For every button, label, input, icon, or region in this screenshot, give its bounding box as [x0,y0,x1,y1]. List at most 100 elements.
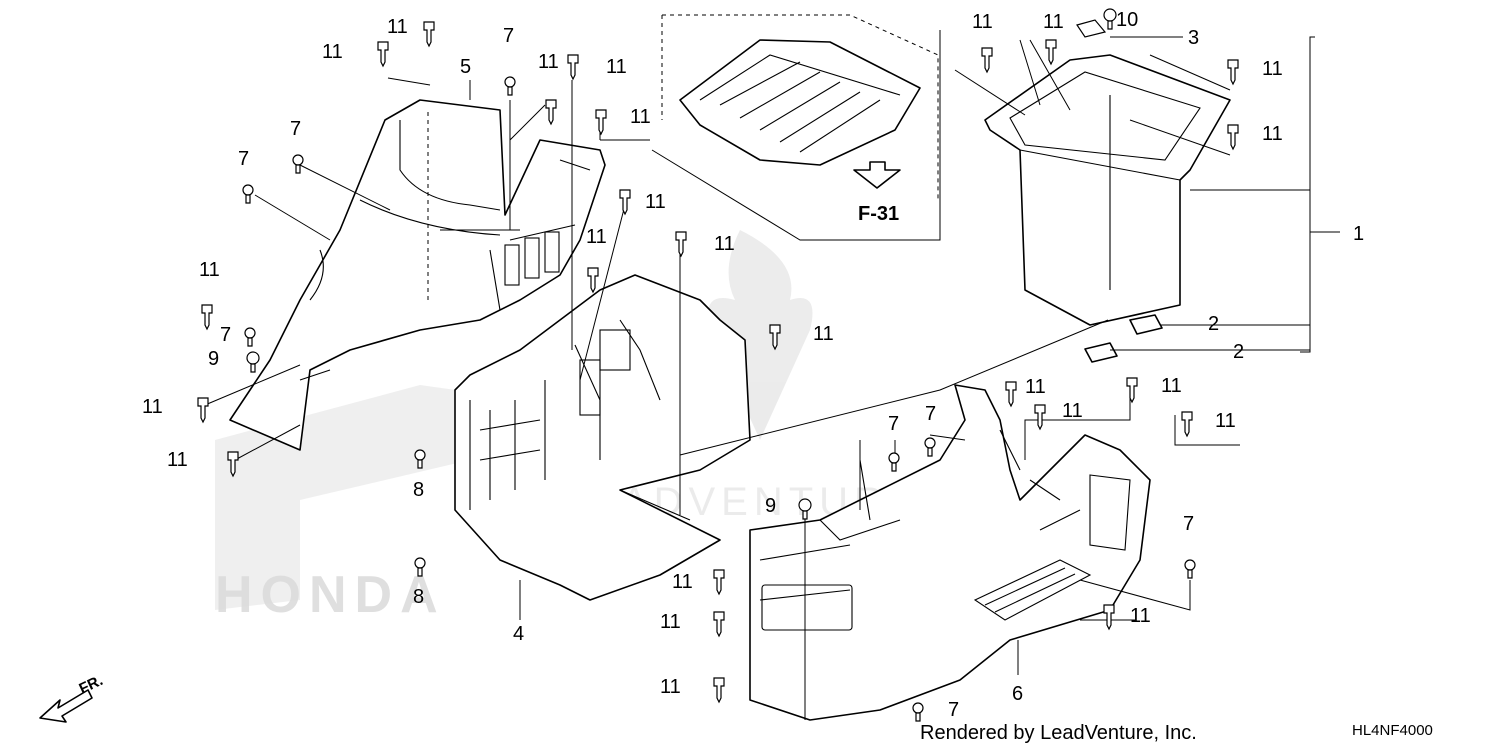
screw-icon [1184,559,1196,579]
fasteners [197,8,1239,722]
callout-4[interactable]: 4 [513,623,524,645]
callout-2[interactable]: 2 [1208,313,1219,335]
callout-7[interactable]: 7 [503,25,514,47]
callout-5[interactable]: 5 [460,56,471,78]
clip-icon [675,231,687,258]
part-5-left-cover [229,99,606,451]
callout-11[interactable]: 11 [630,106,651,128]
callout-11[interactable]: 11 [142,396,163,418]
callout-11[interactable]: 11 [199,259,220,281]
leader-lines [204,36,1340,720]
callout-11[interactable]: 11 [1262,58,1283,80]
callout-11[interactable]: 11 [387,16,408,38]
clip-icon [545,99,557,126]
part-6-right-cover [749,384,1151,721]
diagram-code: HL4NF4000 [1352,722,1433,739]
callout-1[interactable]: 1 [1353,223,1364,245]
callout-8[interactable]: 8 [413,586,424,608]
callout-7[interactable]: 7 [888,413,899,435]
screw-icon [888,452,900,472]
screw-icon [1103,8,1117,30]
reference-f31-label[interactable]: F-31 [858,203,899,225]
callout-11[interactable]: 11 [1161,375,1182,397]
callout-8[interactable]: 8 [413,479,424,501]
screw-icon [504,76,516,96]
bracket-icon [1076,19,1107,38]
screw-icon [798,498,812,520]
front-direction-label: FR. [77,672,106,698]
callout-9[interactable]: 9 [208,348,219,370]
callout-2[interactable]: 2 [1233,341,1244,363]
screw-icon [242,184,254,204]
clip-icon [713,677,725,704]
screw-icon [924,437,936,457]
callout-3[interactable]: 3 [1188,27,1199,49]
callout-11[interactable]: 11 [1215,410,1236,432]
clip-icon [595,109,607,136]
callout-7[interactable]: 7 [220,324,231,346]
callout-11[interactable]: 11 [645,191,666,213]
clip-icon [197,397,209,424]
callout-10[interactable]: 10 [1116,9,1138,31]
clip-icon [1005,381,1017,408]
callout-11[interactable]: 11 [322,41,343,63]
clip-icon [587,267,599,294]
callout-9[interactable]: 9 [765,495,776,517]
callout-7[interactable]: 7 [1183,513,1194,535]
footer-credit: Rendered by LeadVenture, Inc. [920,722,1197,744]
callout-7[interactable]: 7 [948,699,959,721]
watermark-brand-text: HONDA [215,566,446,624]
callout-11[interactable]: 11 [1262,123,1283,145]
clip-icon [377,41,389,68]
clip-icon [201,304,213,331]
clip-icon [981,47,993,74]
callout-11[interactable]: 11 [813,323,834,345]
clip-icon [1034,404,1046,431]
callout-11[interactable]: 11 [672,571,693,593]
callout-11[interactable]: 11 [1025,376,1046,398]
callout-11[interactable]: 11 [1043,11,1064,33]
callout-7[interactable]: 7 [925,403,936,425]
callout-11[interactable]: 11 [167,449,188,471]
clip-icon [1227,59,1239,86]
callout-11[interactable]: 11 [1062,400,1083,422]
callout-11[interactable]: 11 [660,676,681,698]
callout-labels: 1 2 2 3 4 5 6 10 7 7 7 7 7 7 7 7 8 8 9 9… [142,9,1364,721]
callout-11[interactable]: 11 [714,233,735,255]
screw-icon [912,702,924,722]
reference-box: F-31 [651,14,941,241]
clip-icon [713,611,725,638]
callout-7[interactable]: 7 [290,118,301,140]
part-4-floor-panel [454,274,751,601]
clip-icon [1103,604,1115,631]
callout-11[interactable]: 11 [586,226,607,248]
front-arrow-icon [39,689,93,723]
clip-icon [423,21,435,48]
callout-11[interactable]: 11 [1130,605,1151,627]
clip-icon [713,569,725,596]
callout-11[interactable]: 11 [606,56,627,78]
callout-6[interactable]: 6 [1012,683,1023,705]
screw-icon [244,327,256,347]
callout-11[interactable]: 11 [972,11,993,33]
clip-icon [227,451,239,478]
down-arrow-icon [853,161,901,189]
clip-icon [567,54,579,81]
part-2-pads [1084,314,1163,363]
screw-icon [414,557,426,577]
clip-icon [1181,411,1193,438]
screw-icon [292,154,304,174]
screw-icon [246,351,260,373]
clip-icon [1045,39,1057,66]
front-direction-indicator: FR. [39,672,106,723]
callout-7[interactable]: 7 [238,148,249,170]
callout-11[interactable]: 11 [538,51,559,73]
screw-icon [414,449,426,469]
callout-11[interactable]: 11 [660,611,681,633]
clip-icon [1126,377,1138,404]
clip-icon [1227,124,1239,151]
clip-icon [619,189,631,216]
part-1-cargo-box [984,54,1231,326]
clip-icon [769,324,781,351]
